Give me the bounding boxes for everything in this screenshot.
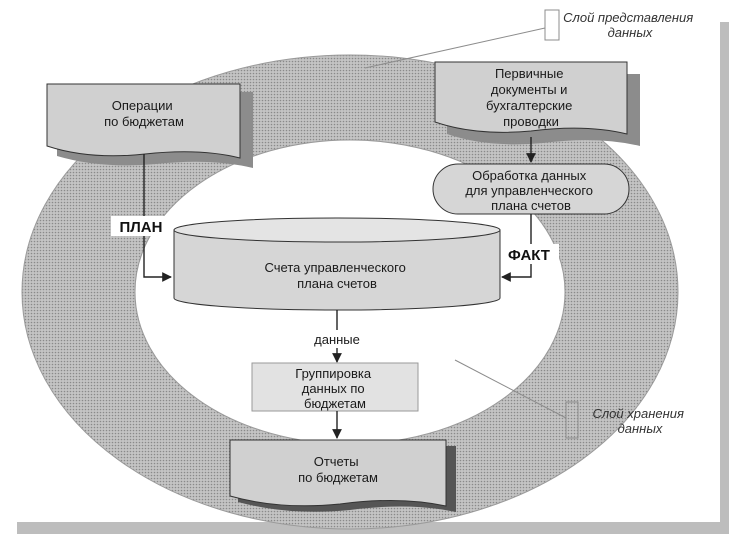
grouping-node: Группировка данных по бюджетам bbox=[251, 362, 419, 412]
svg-text:Обработка данных для упр: Обработка данных для управленческого пла… bbox=[465, 168, 596, 213]
svg-text:Первичные документы и: Первичные документы и бухгалтерские пров… bbox=[486, 66, 576, 129]
data-label: данные bbox=[314, 332, 360, 347]
data-label-bg bbox=[302, 330, 370, 348]
presentation-callout-line bbox=[364, 27, 546, 69]
svg-text:Отчеты по бюджетам: Отчеты по бюджетам bbox=[298, 454, 378, 485]
storage-layer-label: Слой хранения данных bbox=[592, 406, 687, 436]
budget-operations-node: Операции по бюджетам bbox=[46, 83, 253, 168]
plan-label: ПЛАН bbox=[120, 219, 163, 236]
fact-label-bg bbox=[499, 244, 559, 264]
primary-documents-node: Первичные документы и бухгалтерские пров… bbox=[434, 61, 640, 146]
presentation-callout-bracket bbox=[544, 9, 560, 41]
presentation-layer-label: Слой представления данных bbox=[563, 10, 697, 40]
svg-text:Группировка данных по: Группировка данных по бюджетам bbox=[295, 366, 374, 411]
budget-reports-node: Отчеты по бюджетам bbox=[229, 439, 456, 512]
storage-callout-line bbox=[454, 359, 567, 419]
accounts-cylinder-node: Счета управленческого плана счетов bbox=[173, 217, 501, 311]
plan-connector bbox=[143, 154, 172, 282]
svg-text:Операции по бюджетам: Операции по бюджетам bbox=[104, 98, 184, 129]
fact-label: ФАКТ bbox=[508, 247, 550, 264]
data-processing-node: Обработка данных для управленческого пла… bbox=[432, 163, 630, 215]
svg-text:Счета управленческого пл: Счета управленческого плана счетов bbox=[265, 260, 410, 291]
plan-label-bg bbox=[111, 216, 171, 236]
fact-connector bbox=[501, 214, 532, 282]
storage-callout-bracket bbox=[565, 401, 579, 439]
